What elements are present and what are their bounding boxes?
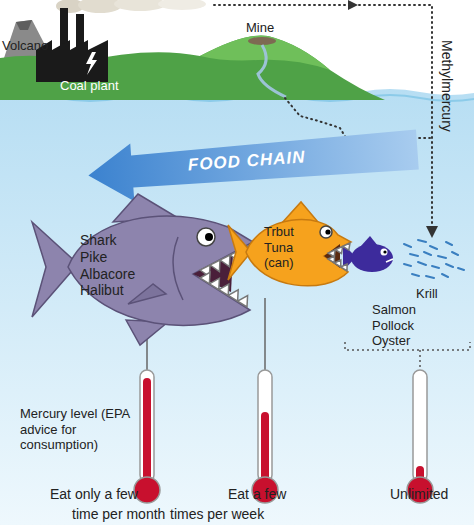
leader-line bbox=[146, 338, 148, 372]
thermometer-tube bbox=[413, 370, 427, 482]
arrow-head bbox=[348, 0, 358, 10]
species-label: Krill bbox=[416, 286, 438, 302]
fish-eye bbox=[381, 249, 388, 256]
source-label: Mine bbox=[246, 20, 274, 36]
source-label: Coal plant bbox=[60, 78, 119, 94]
thermometer-high bbox=[134, 370, 160, 503]
advice-label: times per week bbox=[170, 506, 264, 523]
advice-label: Eat a few bbox=[228, 486, 286, 503]
fish-teeth bbox=[328, 243, 350, 257]
mine-pit bbox=[248, 37, 276, 45]
mercury-column bbox=[261, 412, 269, 484]
fish-body bbox=[351, 244, 393, 272]
species-label: Salmon Pollock Oyster bbox=[372, 302, 424, 349]
fish-fin bbox=[128, 284, 166, 304]
dotted-flow-line bbox=[214, 5, 432, 226]
fish-teeth bbox=[200, 272, 248, 307]
advice-label: Eat only a few bbox=[50, 486, 138, 503]
fish-eye bbox=[320, 226, 332, 238]
mine-stream bbox=[258, 45, 286, 97]
volcano-crater bbox=[16, 20, 32, 30]
flow-label: Methylmercury bbox=[438, 40, 455, 132]
fish-body bbox=[68, 216, 253, 325]
smoke-plume bbox=[56, 0, 206, 13]
fish-mouth bbox=[386, 259, 393, 262]
smoke-puff bbox=[114, 0, 166, 11]
source-label: Volcano bbox=[2, 38, 48, 54]
fish-gill bbox=[173, 237, 183, 300]
fish-body bbox=[246, 220, 351, 286]
thermometer-low bbox=[407, 370, 433, 503]
leader-line bbox=[419, 350, 421, 372]
lightning-symbol bbox=[86, 52, 97, 75]
arrow-head bbox=[426, 226, 438, 238]
advice-label: time per month bbox=[72, 506, 165, 523]
leader-line bbox=[264, 298, 266, 372]
predator-fish: Shark Pike Albacore Halibut bbox=[28, 192, 256, 347]
fish-eye bbox=[197, 228, 215, 246]
axis-note: Mercury level (EPA advice for consumptio… bbox=[20, 406, 130, 453]
fish-species: Shark Pike Albacore Halibut bbox=[80, 232, 146, 299]
tuna-fish: Trbut Tuna (can) bbox=[226, 200, 356, 305]
mercury-column bbox=[143, 378, 151, 484]
fish-species: Trbut Tuna (can) bbox=[264, 224, 309, 271]
fish-pupil bbox=[325, 229, 330, 234]
fish-pupil bbox=[205, 233, 213, 241]
fish-pupil bbox=[383, 250, 386, 253]
arrow-band bbox=[86, 124, 419, 205]
smoke-puff bbox=[158, 0, 206, 10]
advice-label: Unlimited bbox=[390, 486, 448, 503]
node-outline bbox=[28, 192, 256, 347]
land bbox=[0, 35, 385, 100]
water bbox=[0, 89, 474, 525]
fish-teeth bbox=[328, 256, 347, 271]
krill-swarm bbox=[404, 240, 464, 278]
thermometer-medium bbox=[252, 370, 278, 503]
